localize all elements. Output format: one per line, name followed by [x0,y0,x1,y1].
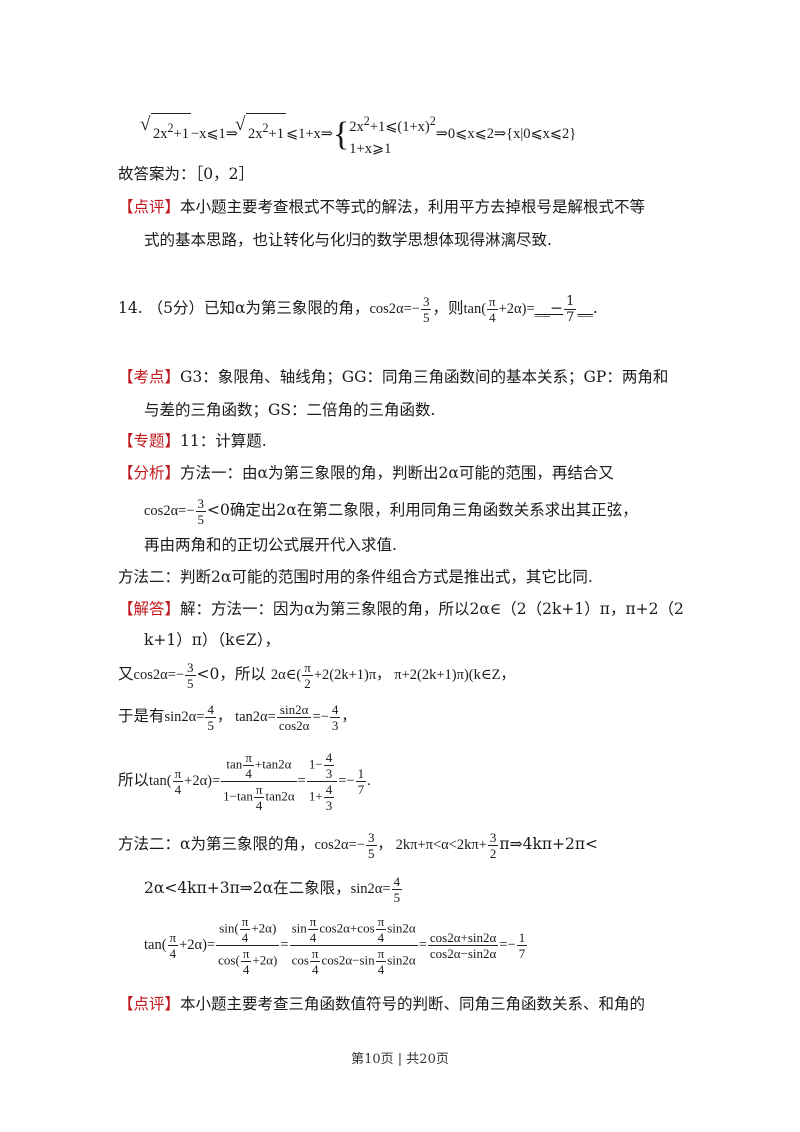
fenxi-tag: 【分析】 [118,464,181,482]
zhuanti-tag: 【专题】 [118,432,181,450]
kaodian-tag: 【考点】 [118,368,181,386]
jieda-tag: 【解答】 [118,600,181,618]
fenxi-line-1: 【分析】方法一：由α为第三象限的角，判断出2α可能的范围，再结合又 [118,462,614,484]
zhuanti-text: 11：计算题. [180,432,267,450]
dianping2-text: 本小题主要考查三角函数值符号的判断、同角三角函数关系、和角的 [180,995,646,1013]
zhuanti-line: 【专题】11：计算题. [118,430,267,452]
kaodian-line-2: 与差的三角函数；GS：二倍角的三角函数. [144,401,436,419]
problem-score: （5分） [147,299,204,317]
jieda-text: 解：方法一：因为α为第三象限的角，所以2α∈（2（2k+1）π，π+2（2 [180,600,684,618]
comment-1-cont: 式的基本思路，也让转化与化归的数学思想体现得淋漓尽致. [144,231,552,249]
method2-line2: 2α<4kπ+3π⇒2α在二象限， [144,879,351,897]
sqrt-inequality-chain: 2x2+1−x⩽1⇒2x2+1⩽1+x⇒{2x2+1⩽(1+x)21+x⩾1⇒0… [140,110,576,160]
problem-number: 14. [118,299,143,317]
you-label: 又 [118,665,134,683]
answer-line: 故答案为：［0，2］ [118,165,254,183]
lt0-text: <0，所以 [196,665,266,683]
method2-tail: π⇒4kπ+2π< [499,835,599,853]
comment-text: 本小题主要考查根式不等式的解法，利用平方去掉根号是解根式不等 [180,198,646,216]
fenxi-line-4: 方法二：判断2α可能的范围时用的条件组合方式是推出式，其它比同. [118,568,593,586]
jieda-line-2: k+1）π）（k∈Z）， [144,631,281,649]
fenxi-text-2: <0确定出2α在第二象限，利用同角三角函数关系求出其正弦， [207,501,638,519]
problem-stem: 已知α为第三象限的角， [203,299,370,317]
fenxi-line-3: 再由两角和的正切公式展开代入求值. [144,536,397,554]
dianping-2: 【点评】本小题主要考查三角函数值符号的判断、同角三角函数关系、和角的 [118,993,645,1015]
suoyi-label: 所以 [118,771,150,789]
comment-1: 【点评】本小题主要考查根式不等式的解法，利用平方去掉根号是解根式不等 [118,196,645,218]
kaodian-text: G3：象限角、轴线角；GG：同角三角函数间的基本关系；GP：两角和 [180,368,669,386]
comment-tag: 【点评】 [118,198,181,216]
method2-text: 方法二：α为第三象限的角， [118,835,315,853]
yushi-label: 于是有 [118,707,165,725]
kaodian-line-1: 【考点】G3：象限角、轴线角；GG：同角三角函数间的基本关系；GP：两角和 [118,366,668,388]
dianping2-tag: 【点评】 [118,995,181,1013]
problem-stem-then: ，则 [432,299,464,317]
jieda-line-1: 【解答】解：方法一：因为α为第三象限的角，所以2α∈（2（2k+1）π，π+2（… [118,598,684,620]
fenxi-text: 方法一：由α为第三象限的角，判断出2α可能的范围，再结合又 [180,464,614,482]
page-footer: 第10页 | 共20页 [351,1052,449,1067]
